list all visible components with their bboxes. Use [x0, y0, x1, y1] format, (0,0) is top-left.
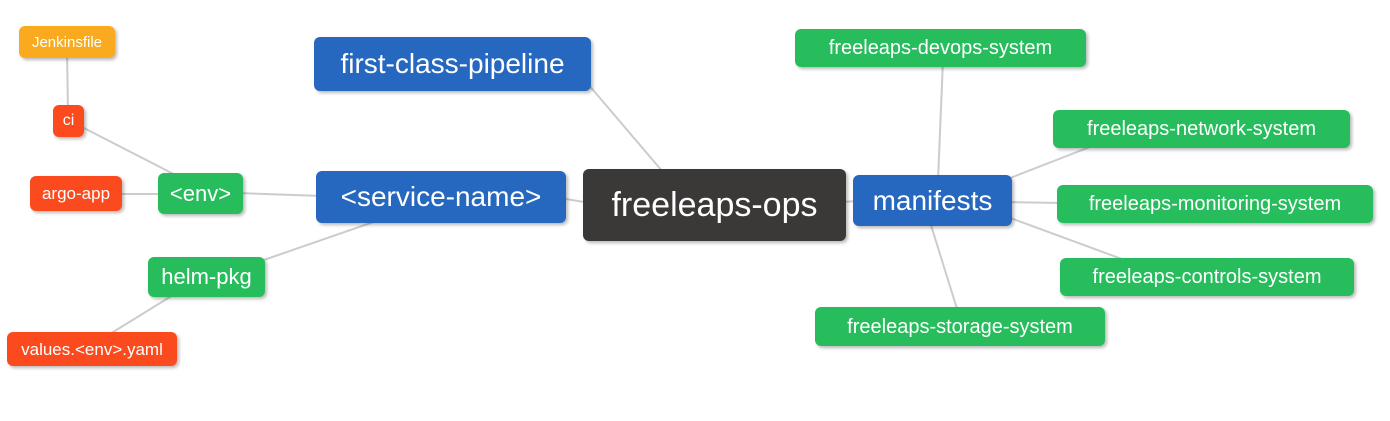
node-service-name[interactable]: <service-name>: [316, 171, 566, 223]
node-values-env-yaml[interactable]: values.<env>.yaml: [7, 332, 177, 366]
node-first-class-pipeline[interactable]: first-class-pipeline: [314, 37, 591, 91]
edge-manifests--freeleaps-storage-system: [929, 221, 959, 313]
node-argo-app[interactable]: argo-app: [30, 176, 122, 211]
node-freeleaps-network-system[interactable]: freeleaps-network-system: [1053, 110, 1350, 148]
node-freeleaps-ops[interactable]: freeleaps-ops: [583, 169, 846, 241]
edge-manifests--freeleaps-monitoring-system: [1004, 201, 1064, 204]
node-jenkinsfile[interactable]: Jenkinsfile: [19, 26, 115, 58]
node-manifests[interactable]: manifests: [853, 175, 1012, 226]
edge-manifests--freeleaps-network-system: [1004, 144, 1096, 181]
edge-env--service-name: [237, 192, 323, 197]
node-freeleaps-controls-system[interactable]: freeleaps-controls-system: [1060, 258, 1354, 296]
node-freeleaps-monitoring-system[interactable]: freeleaps-monitoring-system: [1057, 185, 1373, 223]
edge-values-env-yaml--helm-pkg: [104, 291, 179, 338]
node-ci[interactable]: ci: [53, 105, 84, 137]
edge-manifests--freeleaps-devops-system: [937, 59, 944, 181]
edge-manifests--freeleaps-controls-system: [1004, 215, 1131, 263]
node-freeleaps-devops-system[interactable]: freeleaps-devops-system: [795, 29, 1086, 67]
edge-jenkinsfile--ci: [66, 49, 69, 113]
node-env[interactable]: <env>: [158, 173, 243, 214]
node-helm-pkg[interactable]: helm-pkg: [148, 257, 265, 297]
edge-helm-pkg--service-name: [257, 217, 386, 263]
node-freeleaps-storage-system[interactable]: freeleaps-storage-system: [815, 307, 1105, 346]
edge-first-class-pipeline--freeleaps-ops: [587, 83, 669, 179]
